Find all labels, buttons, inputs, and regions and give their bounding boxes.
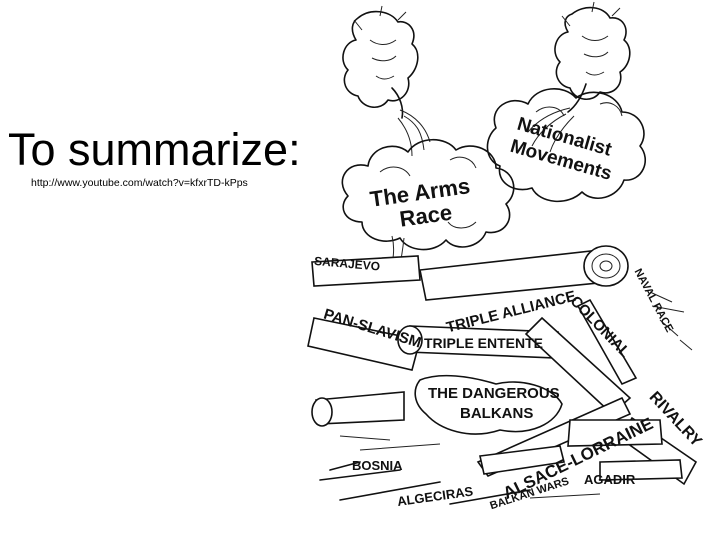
arms-race-cloud: The Arms Race bbox=[341, 139, 515, 251]
cartoon-drawing: The Arms Race Nationalist Movements bbox=[307, 1, 705, 512]
wind-face-right bbox=[527, 1, 631, 153]
wind-face-left bbox=[342, 5, 431, 157]
label-balkans-line1: THE DANGEROUS bbox=[428, 385, 560, 402]
powder-keg-cartoon: The Arms Race Nationalist Movements bbox=[300, 0, 720, 540]
woodpile bbox=[307, 245, 698, 505]
label-sarajevo: SARAJEVO bbox=[314, 254, 381, 274]
label-balkans-line2: BALKANS bbox=[460, 405, 533, 422]
nationalist-movements-cloud: Nationalist Movements bbox=[486, 88, 646, 203]
label-agadir: AGADIR bbox=[584, 472, 636, 487]
video-link[interactable]: http://www.youtube.com/watch?v=kfxrTD-kP… bbox=[31, 177, 248, 189]
label-bosnia: BOSNIA bbox=[352, 458, 403, 473]
slide-title: To summarize: bbox=[8, 124, 301, 175]
label-triple-entente: TRIPLE ENTENTE bbox=[424, 335, 543, 351]
